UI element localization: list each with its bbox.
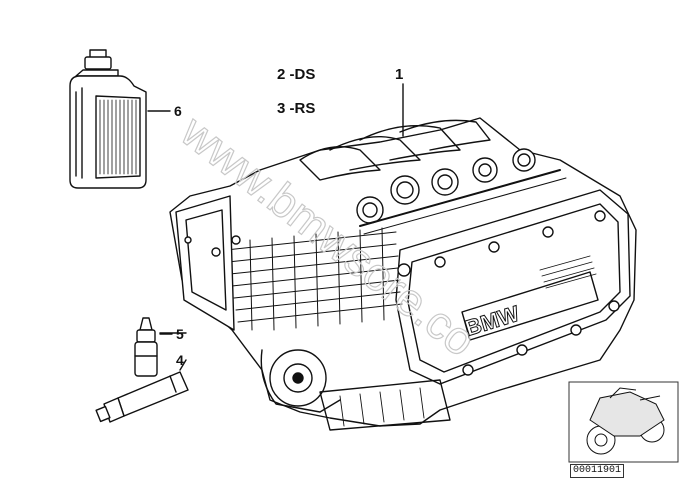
callout-1: 1 <box>395 66 404 83</box>
sealant-bottle-part[interactable] <box>134 317 173 377</box>
motorcycle-thumbnail <box>568 381 679 463</box>
callout-2: 2 -DS <box>277 66 316 83</box>
engine-assembly-part[interactable] <box>169 83 637 431</box>
callout-6: 6 <box>174 103 182 119</box>
callout-3: 3 -RS <box>277 100 316 117</box>
callout-4: 4 <box>176 352 184 368</box>
diagram-code: 00011901 <box>570 464 625 478</box>
paste-tube-part[interactable] <box>95 359 189 423</box>
callout-5: 5 <box>176 326 184 342</box>
oil-bottle-part[interactable] <box>69 49 171 189</box>
